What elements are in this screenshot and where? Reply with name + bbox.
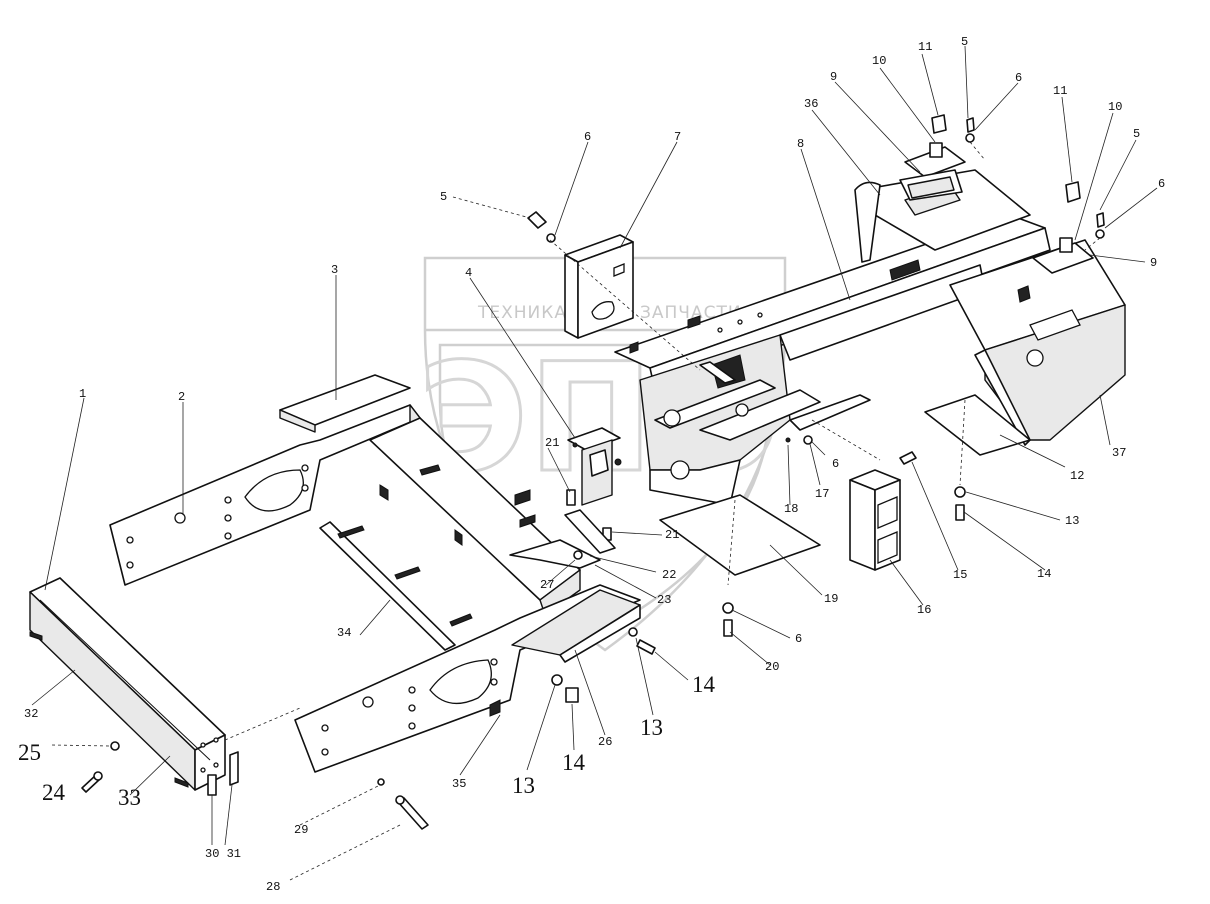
label-6-mid: 6 (832, 457, 839, 471)
label-34: 34 (337, 626, 351, 640)
part-valve-4 (567, 427, 622, 506)
washer-13-low (551, 674, 563, 686)
label-21-upper: 21 (545, 436, 559, 450)
label-10-right: 10 (1108, 100, 1122, 114)
part-labels: 1 2 3 4 5 5 5 6 6 6 6 6 7 8 9 9 10 10 11… (18, 35, 1165, 894)
label-37: 37 (1112, 446, 1126, 460)
label-25: 25 (18, 740, 41, 765)
washer-6-lower (722, 602, 734, 614)
washer-6-left (546, 233, 556, 243)
label-10-left: 10 (872, 54, 886, 68)
label-14-mid: 14 (692, 672, 716, 697)
label-19: 19 (824, 592, 838, 606)
link-22 (564, 509, 616, 554)
label-22: 22 (662, 568, 676, 582)
label-11-right: 11 (1053, 84, 1067, 98)
bracket-30 (207, 774, 217, 796)
bolt-28 (395, 795, 429, 830)
label-24: 24 (42, 780, 66, 805)
part-front-bumper (29, 577, 239, 796)
bolt-21-upper (566, 489, 576, 506)
label-20: 20 (765, 660, 779, 674)
washer-13-right (954, 486, 966, 498)
label-5-top: 5 (961, 35, 968, 49)
label-35: 35 (452, 777, 466, 791)
label-6-top: 6 (1015, 71, 1022, 85)
leader-lines (31, 45, 1158, 881)
watermark-text-left: ТЕХНИКА (477, 303, 567, 323)
bolt-14-mid (636, 639, 656, 655)
bolt-24 (81, 771, 103, 793)
label-11-left: 11 (918, 40, 932, 54)
washer-27 (573, 550, 583, 560)
part-left-side-member (109, 404, 421, 586)
label-9-right: 9 (1150, 256, 1157, 270)
label-6-right: 6 (1158, 177, 1165, 191)
label-13-right: 13 (1065, 514, 1079, 528)
label-16: 16 (917, 603, 931, 617)
label-13-mid: 13 (640, 715, 663, 740)
part-rod-34 (319, 521, 473, 651)
label-23: 23 (657, 593, 671, 607)
label-7: 7 (674, 130, 681, 144)
label-8: 8 (797, 137, 804, 151)
bolt-20 (723, 619, 733, 637)
label-2: 2 (178, 390, 185, 404)
part-main-frame (614, 214, 1051, 506)
label-14-right: 14 (1037, 567, 1051, 581)
label-14-low: 14 (562, 750, 586, 775)
bolt-15 (899, 451, 917, 465)
bolt-14-low (565, 687, 579, 703)
part-upper-plate (279, 374, 411, 433)
label-18: 18 (784, 502, 798, 516)
label-27: 27 (540, 578, 554, 592)
label-6-left: 6 (584, 130, 591, 144)
bolt-14-right (955, 504, 965, 521)
label-28: 28 (266, 880, 280, 894)
label-15: 15 (953, 568, 967, 582)
washer-17 (803, 435, 813, 445)
label-4: 4 (465, 266, 472, 280)
label-9-left: 9 (830, 70, 837, 84)
label-33: 33 (118, 785, 141, 810)
part-box-7 (564, 234, 634, 339)
label-5-right: 5 (1133, 127, 1140, 141)
mount-right-9-10-11 (1032, 181, 1105, 274)
label-5-left: 5 (440, 190, 447, 204)
bolt-18 (785, 437, 791, 443)
bolt-5-left (527, 211, 547, 229)
label-13-low: 13 (512, 773, 535, 798)
label-6-lower: 6 (795, 632, 802, 646)
mount-left-9-10-11 (899, 114, 975, 201)
bracket-23 (509, 539, 601, 569)
label-26: 26 (598, 735, 612, 749)
label-3: 3 (331, 263, 338, 277)
part-cover-12 (924, 394, 1031, 456)
part-bracket-26 (511, 589, 641, 663)
label-29: 29 (294, 823, 308, 837)
part-step-16 (849, 469, 901, 571)
label-12: 12 (1070, 469, 1084, 483)
label-30-31: 30 31 (205, 847, 241, 861)
label-21-lower: 21 (665, 528, 679, 542)
part-rear-box-37 (949, 239, 1126, 446)
bracket-31 (229, 751, 239, 786)
label-32: 32 (24, 707, 38, 721)
label-36: 36 (804, 97, 818, 111)
washer-25 (110, 741, 120, 751)
washer-29 (377, 778, 385, 786)
label-17: 17 (815, 487, 829, 501)
label-1: 1 (79, 387, 86, 401)
washer-13-mid (628, 627, 638, 637)
